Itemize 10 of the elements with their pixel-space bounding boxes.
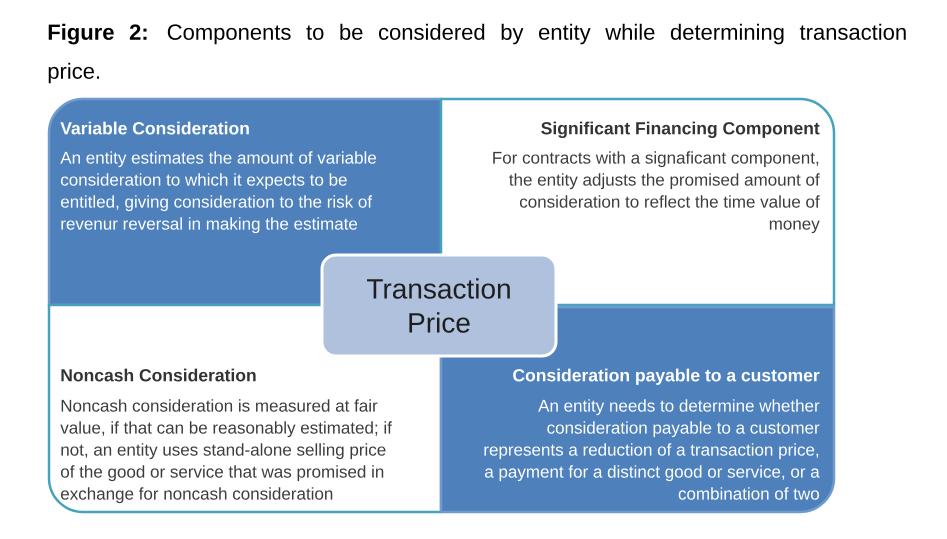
panel-heading: Consideration payable to a customer [513, 368, 820, 385]
panel-heading: Significant Financing Component [541, 122, 820, 138]
panel-heading: Variable Consideration [60, 122, 249, 134]
panel-text: An entity estimates the amount of variable consideration to which it expects to be entitled, giving consideration to the risk of revenur reversal in making the estimate [60, 151, 376, 234]
panel-heading: Noncash Consideration [61, 368, 256, 382]
figure-title: Figure 2: Components to be considered by entity while determining transaction price. [48, 24, 906, 84]
panel-text: Noncash consideration is measured at fair value, if that can be reasonably estimated; if not, an entity uses stand-alone selling price of the good or service that was promised in exchange for noncash consideration [60, 399, 392, 504]
center-box: Transaction Price [320, 254, 558, 358]
panel-text: For contracts with a signaficant component, the entity adjusts the promised amount of consideration to reflect the time value of money [493, 151, 820, 234]
panel-text: An entity needs to determine whether consideration payable to a customer represents a reduction of a transaction price, a payment for a distinct good or service, or a combination of two [484, 399, 820, 500]
